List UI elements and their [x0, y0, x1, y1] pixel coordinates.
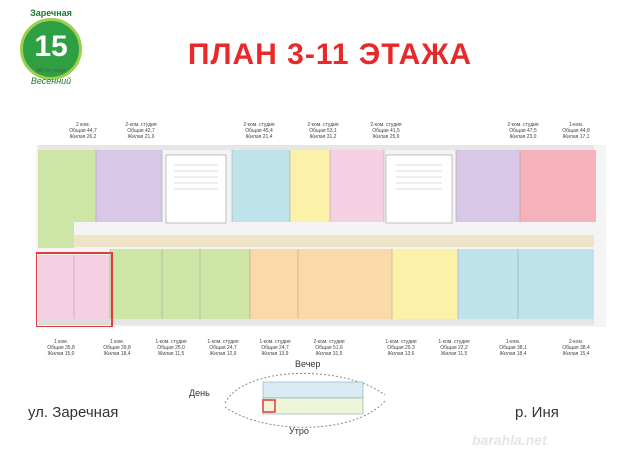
- apt-top-4: [290, 150, 330, 222]
- page-title: ПЛАН 3-11 ЭТАЖА: [187, 38, 473, 71]
- apt-top-5: [330, 150, 384, 222]
- top-caption-4: 2-ком. студия Общая 53,1 Жилая 31,2: [307, 122, 339, 140]
- morning-label: Утро: [289, 426, 309, 436]
- bottom-caption-1: 1 ком. Общая 35,8 Жилая 15,0: [47, 339, 75, 357]
- apt-bot-10: [518, 249, 594, 319]
- floor-plan-drawing: [36, 145, 606, 327]
- evening-label: Вечер: [295, 359, 321, 369]
- logo-name: Весенний: [30, 76, 72, 86]
- apt-top-1b: [38, 222, 74, 248]
- floor-plan: 2 ком. Общая 44,7 Жилая 26,2 2-ком. студ…: [36, 122, 606, 357]
- watermark: barahla.net: [472, 432, 547, 448]
- bottom-caption-9: 1-ком. Общая 38,1 Жилая 18,4: [499, 339, 527, 357]
- logo-subtitle: ЖК по улице: [36, 68, 66, 74]
- logo-number: 15: [34, 30, 68, 63]
- bottom-caption-7: 1-ком. студия Общая 29,3 Жилая 13,6: [385, 339, 417, 357]
- apt-bot-6: [250, 249, 298, 319]
- top-caption-2: 2-ком. студия Общая 42,7 Жилая 21,9: [125, 122, 157, 140]
- top-caption-5: 2-ком. студия Общая 41,5 Жилая 25,9: [370, 122, 402, 140]
- apt-top-3: [232, 150, 290, 222]
- bottom-caption-8: 1-ком. студия Общая 22,2 Жилая 11,5: [438, 339, 470, 357]
- apt-top-1: [38, 150, 96, 222]
- orientation-diagram: Вечер Утро День: [185, 355, 425, 440]
- logo: Заречная 15 ЖК по улице Весенний: [16, 8, 86, 98]
- bottom-caption-3: 1-ком. студия Общая 25,0 Жилая 11,5: [155, 339, 187, 357]
- bottom-caption-6: 2-ком. студия Общая 51,6 Жилая 31,5: [313, 339, 345, 357]
- bottom-caption-4: 1-ком. студия Общая 24,7 Жилая 12,9: [207, 339, 239, 357]
- apt-top-7: [520, 150, 596, 222]
- apt-bot-1: [38, 255, 74, 319]
- corridor: [74, 235, 594, 247]
- apt-bot-5: [200, 249, 250, 319]
- apt-bot-3: [110, 249, 162, 319]
- apt-top-2: [96, 150, 162, 222]
- bottom-caption-5: 1-ком. студия Общая 24,7 Жилая 13,9: [259, 339, 291, 357]
- river-name-right: р. Иня: [515, 404, 559, 421]
- day-label: День: [189, 388, 210, 398]
- street-name-left: ул. Заречная: [28, 404, 119, 421]
- logo-top-text: Заречная: [30, 8, 72, 18]
- top-caption-3: 2-ком. студия Общая 45,4 Жилая 21,4: [243, 122, 275, 140]
- top-caption-7: 1-ком. Общая 44,8 Жилая 17,1: [562, 122, 590, 140]
- apt-bot-8: [392, 249, 458, 319]
- apt-top-6: [456, 150, 520, 222]
- highlighted-apartment: [36, 252, 113, 327]
- apt-bot-9: [458, 249, 518, 319]
- apt-bot-4: [162, 249, 200, 319]
- top-caption-6: 2-ком. студия Общая 47,5 Жилая 23,0: [507, 122, 539, 140]
- apt-bot-2: [74, 255, 110, 319]
- sun-path-drawing: [224, 373, 386, 428]
- apt-bot-7: [298, 249, 392, 319]
- bottom-caption-10: 2-ком. Общая 38,4 Жилая 15,4: [562, 339, 590, 357]
- logo-badge: [20, 18, 82, 80]
- top-caption-1: 2 ком. Общая 44,7 Жилая 26,2: [69, 122, 97, 140]
- bottom-caption-2: 1 ком. Общая 39,8 Жилая 18,4: [103, 339, 131, 357]
